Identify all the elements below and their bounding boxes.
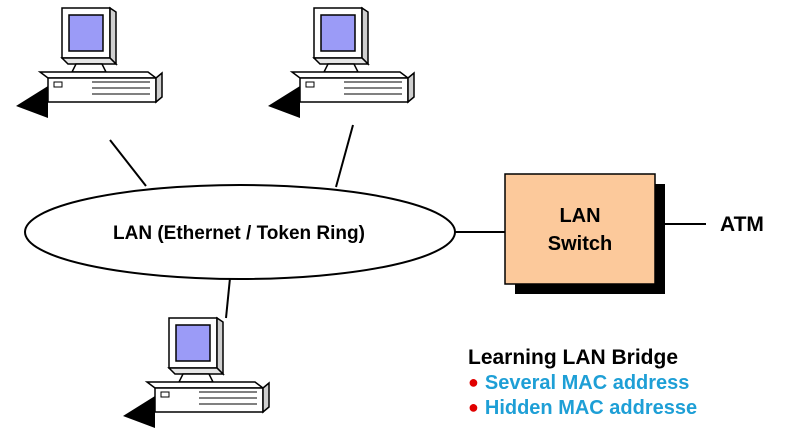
learning-bridge-legend: Learning LAN Bridge ●Several MAC address… [468,345,795,421]
switch-label-line1: LAN [559,205,600,227]
legend-bullet: ●Several MAC address [468,371,795,396]
legend-bullet: ●Hidden MAC addresse [468,396,795,421]
computer-top-right [267,7,415,119]
computer-icon [122,317,270,429]
computer-top-left [15,7,163,119]
lan-label: LAN (Ethernet / Token Ring) [113,223,365,244]
switch-label-line2: Switch [548,233,612,255]
link-top-right [335,124,354,188]
computer-icon [15,7,163,119]
lan-switch-box [504,173,656,285]
bullet-dot-icon: ● [468,372,479,392]
computer-icon [267,7,415,119]
computer-bottom [122,317,270,429]
link-top-left [109,139,147,187]
bullet-dot-icon: ● [468,397,479,417]
legend-bullet-text: Several MAC address [484,372,690,394]
link-bottom [225,277,231,319]
lan-ellipse [24,184,456,280]
legend-heading: Learning LAN Bridge [468,346,679,369]
atm-label: ATM [720,213,764,236]
legend-bullet-text: Hidden MAC addresse [484,397,698,419]
